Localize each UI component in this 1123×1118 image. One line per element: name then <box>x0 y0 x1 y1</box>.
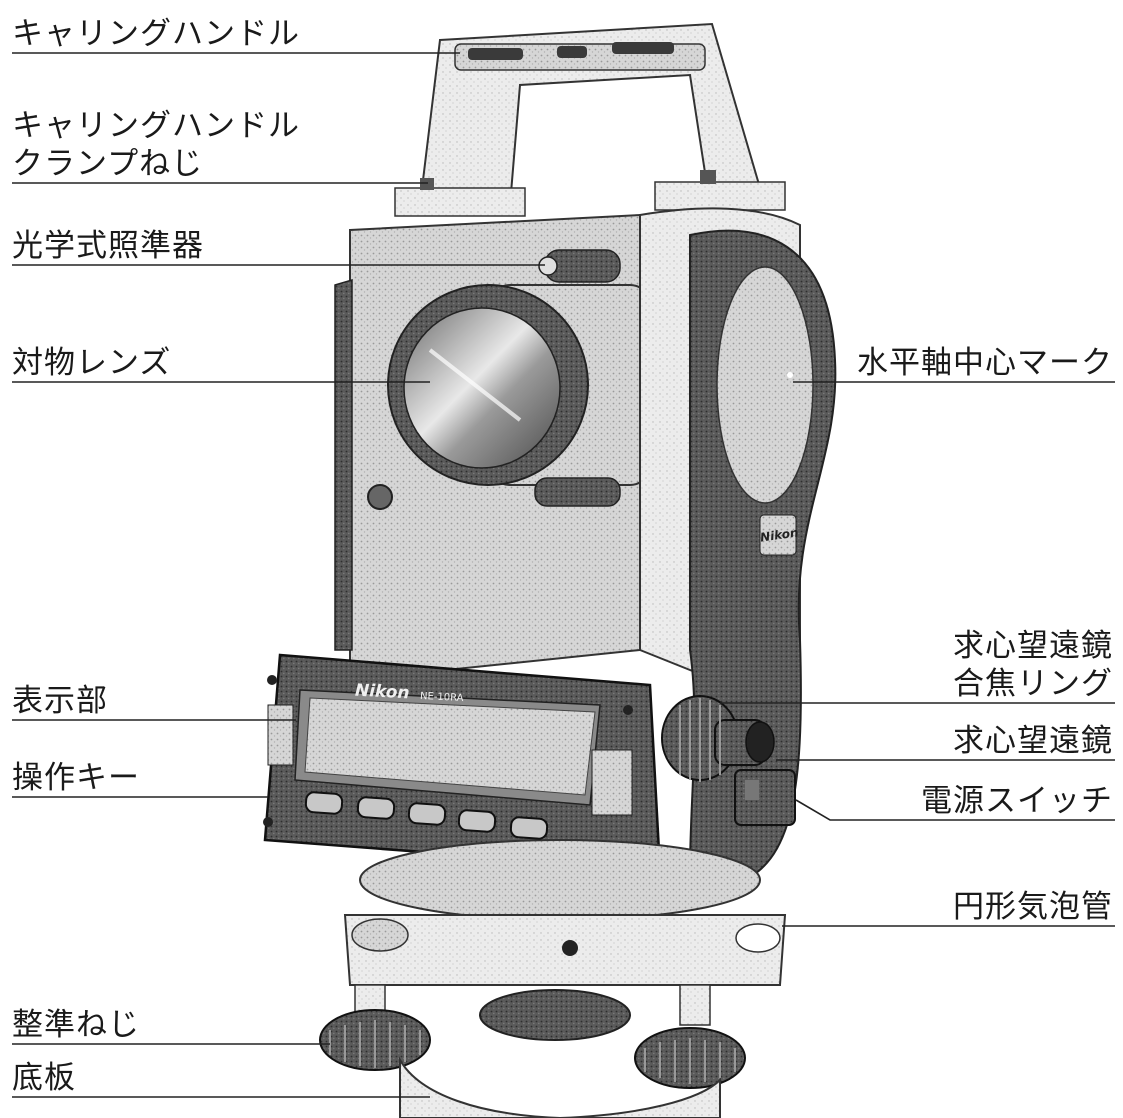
power-switch-shape <box>734 769 796 826</box>
label-power-switch: 電源スイッチ <box>921 783 1113 819</box>
label-handle-clamp-line2: クランプねじ <box>12 146 204 182</box>
label-base-plate: 底板 <box>12 1060 76 1096</box>
right-standard-shape <box>639 207 837 887</box>
label-plummet-focus-line2: 合焦リング <box>953 666 1113 702</box>
label-carrying-handle: キャリングハンドル <box>12 16 300 52</box>
optical-sight-shape <box>538 249 621 283</box>
label-plummet-focus-line1: 求心望遠鏡 <box>953 628 1113 664</box>
label-circular-level: 円形気泡管 <box>953 889 1113 925</box>
label-leveling-screw: 整準ねじ <box>12 1007 140 1043</box>
alidade-base-shape <box>343 839 787 986</box>
label-horizontal-axis-mark: 水平軸中心マーク <box>857 345 1113 381</box>
telescope-shape <box>387 284 651 507</box>
model-name: NE-10RA <box>419 690 464 705</box>
label-optical-sight: 光学式照準器 <box>12 228 204 264</box>
operation-key-1[interactable] <box>304 790 344 816</box>
label-objective-lens: 対物レンズ <box>12 345 172 381</box>
display-panel-shape <box>263 653 662 872</box>
carrying-handle-shape <box>394 22 786 217</box>
operation-key-5[interactable] <box>509 815 549 841</box>
operation-key-4[interactable] <box>457 808 497 834</box>
label-operation-keys: 操作キー <box>12 760 140 796</box>
label-optical-plummet: 求心望遠鏡 <box>953 723 1113 759</box>
label-handle-clamp-line1: キャリングハンドル <box>12 108 300 144</box>
operation-key-3[interactable] <box>407 801 447 827</box>
brand-logo: Nikon <box>354 680 411 704</box>
operation-key-2[interactable] <box>356 795 396 821</box>
leader-lines <box>12 52 1115 1098</box>
leveling-screws-shape <box>319 984 746 1089</box>
leader-power-switch <box>795 799 1115 821</box>
optical-plummet-shape <box>661 695 775 782</box>
label-display: 表示部 <box>12 683 108 719</box>
